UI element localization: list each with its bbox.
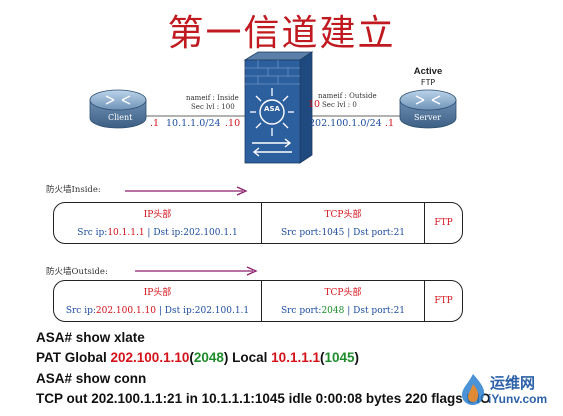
inside-payload: FTP	[425, 203, 462, 243]
inside-tcp-header: TCP头部 Src port:1045 | Dst port:21	[262, 203, 425, 243]
cli-command-conn: ASA# show conn	[36, 371, 147, 386]
src-ip: 202.100.1.10	[95, 306, 156, 316]
flame-logo-icon	[462, 374, 485, 405]
outside-caption: 防火墙Outside:	[46, 267, 108, 277]
dst-port: 21	[393, 306, 406, 316]
inside-arrow-icon	[125, 186, 248, 196]
asa-label: ASA	[264, 105, 280, 113]
payload-label: FTP	[434, 296, 453, 306]
pat-global-port: 2048	[193, 350, 224, 365]
asa-outside-interface: 10	[308, 99, 321, 110]
ip-header-fields: Src ip:10.1.1.1 | Dst ip:202.100.1.1	[77, 228, 238, 238]
client-router-icon	[89, 89, 147, 129]
dst-ip: 202.100.1.1	[183, 228, 238, 238]
server-label: Server	[414, 113, 442, 122]
watermark-text-cn: 运维网	[490, 375, 536, 392]
cli-command-xlate: ASA# show xlate	[36, 330, 145, 345]
outside-payload: FTP	[425, 281, 462, 321]
outside-sec-level: Sec lvl : 0	[322, 101, 357, 109]
outside-arrow-icon	[135, 266, 258, 276]
ftp-top-label: FTP	[420, 78, 436, 87]
src-port: 1045	[321, 228, 345, 238]
outside-nameif: nameif : Outside	[318, 92, 377, 100]
cli-conn-line: TCP out 202.100.1.1:21 in 10.1.1.1:1045 …	[36, 391, 491, 406]
dst-port: 21	[393, 228, 406, 238]
watermark-text-en: iYunv.com	[488, 392, 548, 406]
asa-firewall-icon	[243, 51, 314, 164]
topology-diagram	[89, 51, 457, 164]
client-label: Client	[108, 113, 133, 122]
asa-inside-interface: .10	[225, 118, 241, 129]
tcp-header-fields: Src port:2048 | Dst port:21	[280, 306, 406, 316]
page-title: 第一信道建立	[167, 13, 396, 54]
payload-label: FTP	[434, 218, 453, 228]
inside-network: 10.1.1.0/24	[166, 118, 221, 129]
outside-packet: IP头部 Src ip:202.100.1.10 | Dst ip:202.10…	[53, 280, 463, 322]
server-interface: .1	[385, 118, 395, 129]
src-ip: 10.1.1.1	[107, 228, 145, 238]
active-label: Active	[413, 66, 443, 77]
inside-sec-level: Sec lvl : 100	[191, 103, 235, 111]
outside-network: 202.100.1.0/24	[309, 118, 382, 129]
tcp-header-fields: Src port:1045 | Dst port:21	[280, 228, 406, 238]
pat-local-ip: 10.1.1.1	[271, 350, 320, 365]
inside-ip-header: IP头部 Src ip:10.1.1.1 | Dst ip:202.100.1.…	[54, 203, 262, 243]
pat-local-port: 1045	[324, 350, 355, 365]
ip-header-title: IP头部	[143, 210, 172, 220]
tcp-header-title: TCP头部	[324, 288, 362, 298]
ip-header-title: IP头部	[143, 288, 172, 298]
outside-ip-header: IP头部 Src ip:202.100.1.10 | Dst ip:202.10…	[54, 281, 262, 321]
src-port: 2048	[321, 306, 345, 316]
pat-global-ip: 202.100.1.10	[110, 350, 190, 365]
inside-packet: IP头部 Src ip:10.1.1.1 | Dst ip:202.100.1.…	[53, 202, 463, 244]
server-router-icon	[399, 89, 457, 129]
inside-nameif: nameif : Inside	[186, 94, 239, 102]
watermark: 运维网 iYunv.com	[458, 368, 558, 414]
dst-ip: 202.100.1.1	[194, 306, 250, 316]
outside-tcp-header: TCP头部 Src port:2048 | Dst port:21	[262, 281, 425, 321]
cli-pat-line: PAT Global 202.100.1.10(2048) Local 10.1…	[36, 350, 360, 365]
ip-header-fields: Src ip:202.100.1.10 | Dst ip:202.100.1.1	[65, 306, 250, 316]
client-interface: .1	[150, 118, 160, 129]
tcp-header-title: TCP头部	[324, 210, 362, 220]
inside-caption: 防火墙Inside:	[46, 185, 101, 195]
